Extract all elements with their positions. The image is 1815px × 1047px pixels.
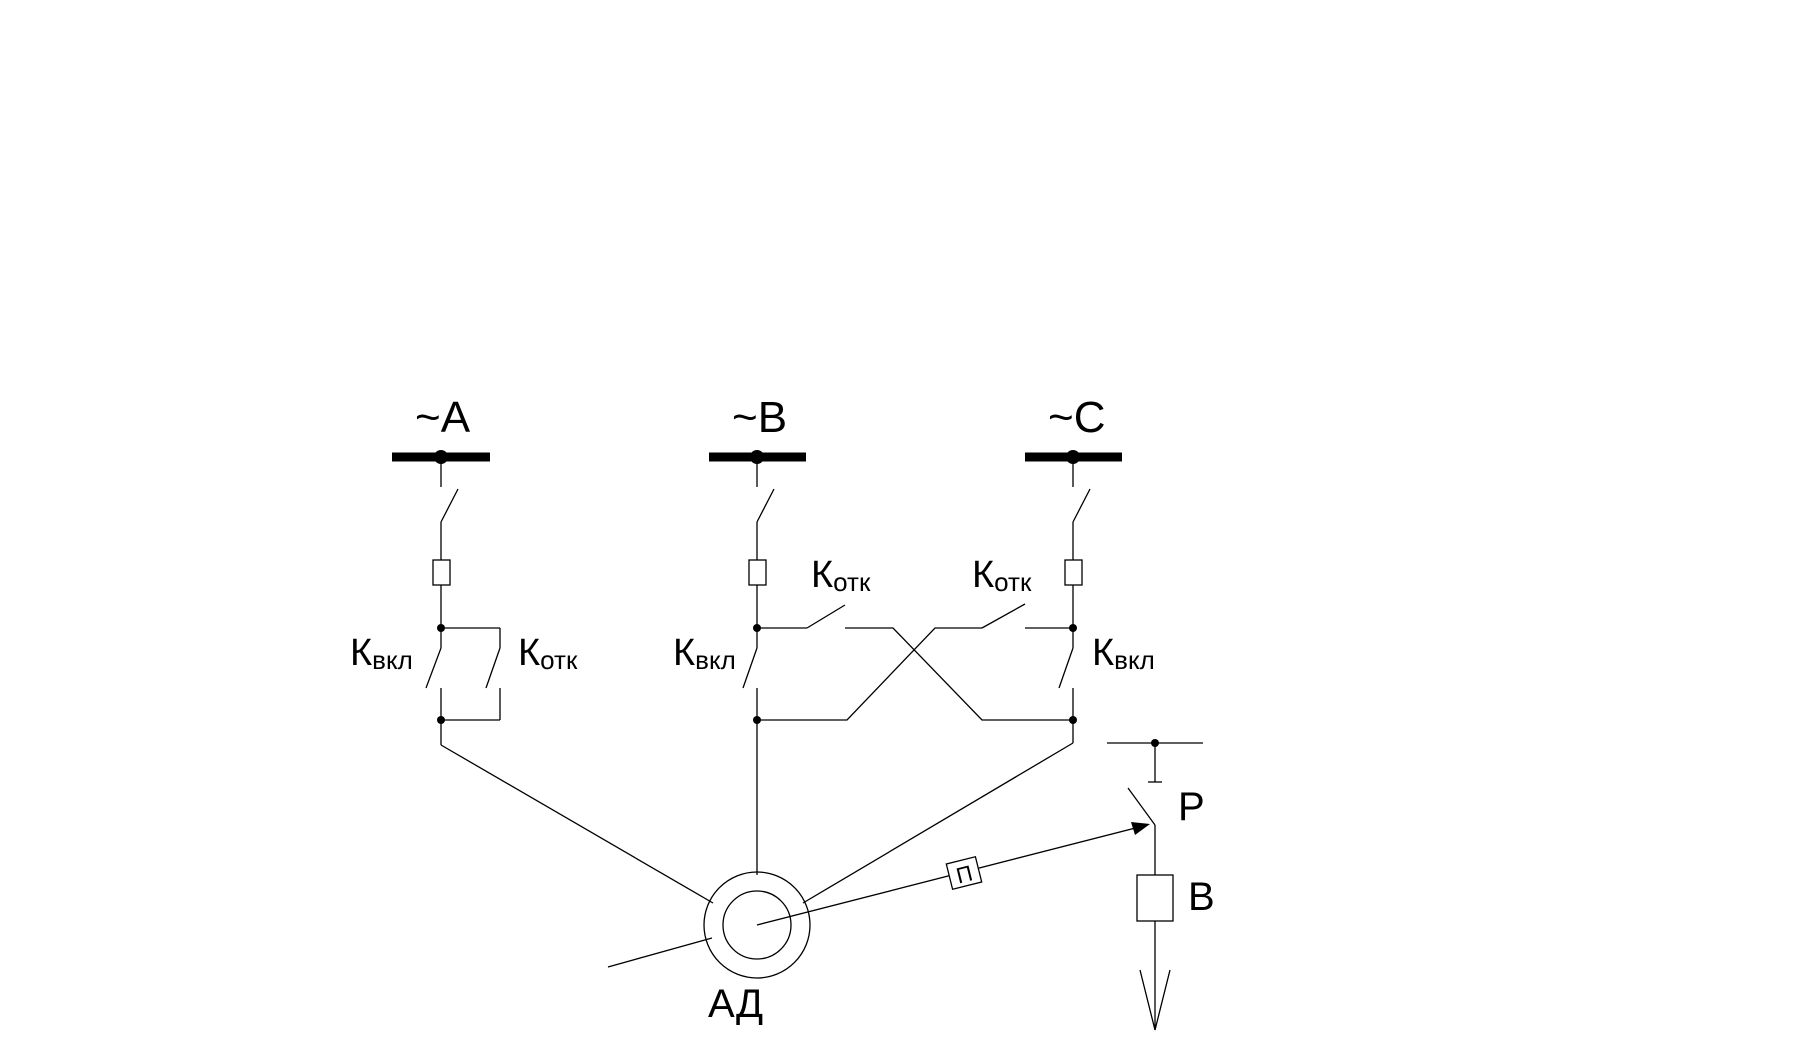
motor-shaft-line [607,937,713,968]
output-arrow [1139,969,1171,1031]
contact-on-c [1058,647,1074,689]
phase-b-branch: ~B Квкл Котк [673,393,871,875]
contact-on-a [425,647,442,689]
contact-off-a [485,647,501,689]
contact-on-b [742,647,758,689]
disconnector-b [756,488,775,523]
label-k-on-c: Квкл [1092,632,1155,675]
disconnector-a [440,488,459,523]
phase-b-label: ~B [732,393,787,442]
sensor-arrowhead [1131,822,1150,835]
coil-label: В [1188,875,1215,919]
phase-c-branch: ~C Квкл Котк [802,393,1155,904]
fuse-b [748,559,767,586]
wire-a-to-motor [440,744,714,904]
label-k-off-b: Котк [811,554,871,597]
reversal-crossover [757,627,1073,721]
relay-circuit: Р В [1107,739,1215,1031]
relay-label: Р [1178,785,1205,829]
label-k-on-a: Квкл [350,632,413,675]
label-k-on-b: Квкл [673,632,736,675]
motor-stator [703,871,811,979]
phase-a-branch: ~A Квкл Котк [350,393,714,904]
sensor-box: П [945,855,983,891]
contact-off-c [981,603,1026,629]
label-k-off-c: Котк [972,554,1032,597]
crossover-wire-c-to-b [757,627,982,721]
sensor-label: П [954,860,975,888]
sensor-link: П [756,822,1150,926]
induction-motor: АД [607,871,811,1026]
fuse-c [1064,559,1083,586]
motor-label: АД [708,982,763,1026]
label-k-off-a: Котк [518,632,578,675]
phase-c-label: ~C [1048,393,1105,442]
wire-c-to-motor [802,742,1074,904]
contact-off-b [806,604,846,629]
fuse-a [432,559,451,586]
crossover-wire-b-to-c [845,627,1073,721]
motor-rotor [722,890,792,960]
coil-box [1136,874,1174,922]
disconnector-c [1072,488,1091,523]
relay-contact [1127,787,1156,826]
phase-a-label: ~A [415,393,471,442]
